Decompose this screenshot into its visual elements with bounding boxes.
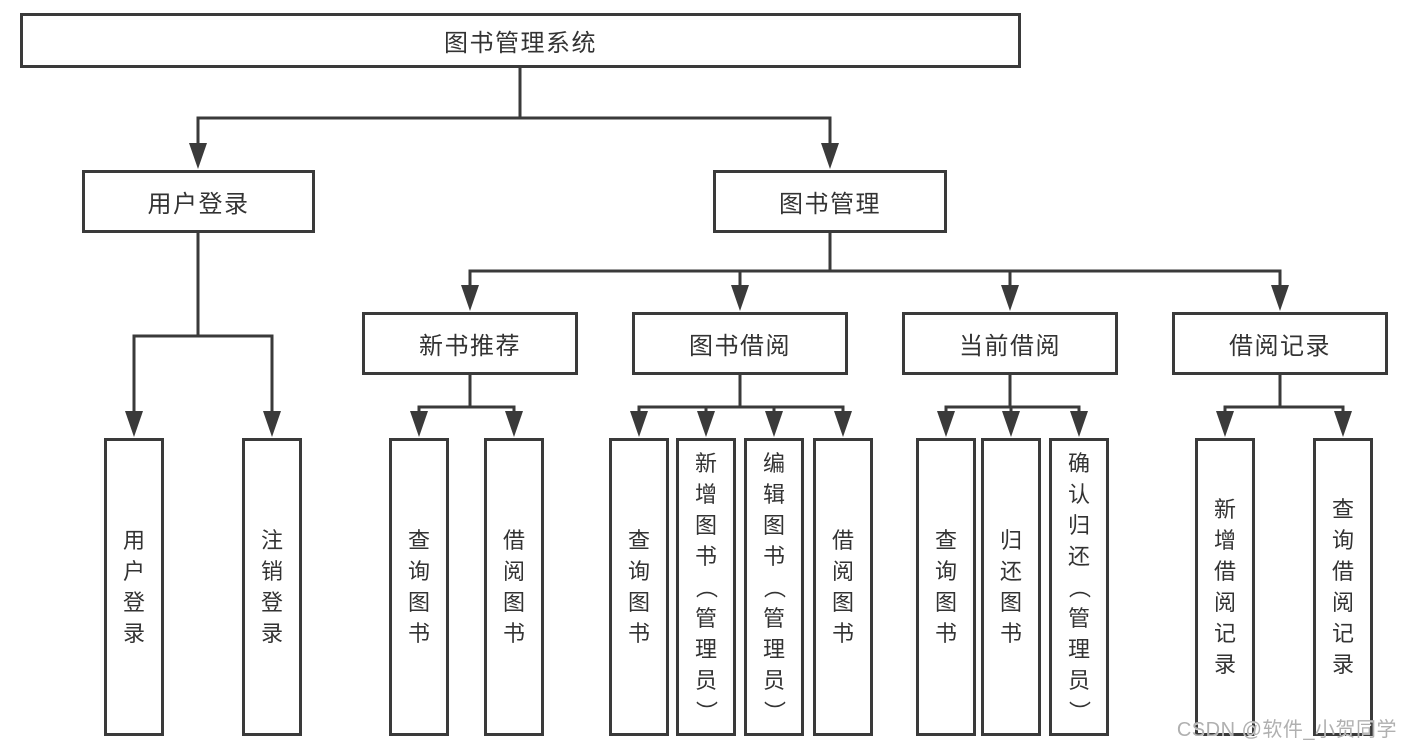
watermark: CSDN @软件_小贺同学 (1176, 719, 1397, 741)
leaf-query-books-recommend: 查询图书 (389, 438, 449, 736)
leaf-label-char: 录 (122, 621, 145, 646)
leaf-label-char: 登 (260, 590, 283, 615)
leaf-label-char: （ (761, 575, 787, 598)
leaf-label-char: 员 (1067, 667, 1090, 693)
leaf-borrow-books-recommend: 借阅图书 (484, 438, 544, 736)
leaf-label-char: 归 (1067, 512, 1090, 538)
leaf-label-char: 询 (934, 559, 957, 584)
leaf-label-char: 图 (627, 590, 650, 615)
node-library-management-system: 图书管理系统 (20, 13, 1021, 68)
leaf-label-char: ） (761, 699, 787, 722)
node-user-login: 用户登录 (82, 170, 315, 233)
leaf-label-char: 图 (407, 590, 430, 615)
leaf-label-char: （ (1066, 575, 1092, 598)
leaf-label-char: 借 (831, 528, 854, 553)
leaf-label-char: 阅 (502, 559, 525, 584)
leaf-label-char: 新 (694, 450, 717, 476)
leaf-label-char: 理 (1067, 636, 1090, 662)
leaf-label-char: 借 (1213, 559, 1236, 584)
leaf-label-char: 管 (762, 605, 785, 631)
leaf-label-char: 销 (260, 559, 283, 584)
leaf-return-book: 归还图书 (981, 438, 1041, 736)
leaf-label-char: 查 (1331, 497, 1354, 522)
leaf-label-char: 查 (934, 528, 957, 553)
leaf-label-char: 员 (694, 667, 717, 693)
leaf-label-char: 还 (1067, 543, 1090, 569)
leaf-edit-book-admin: 编辑图书 （ 管理员 ） (744, 438, 804, 736)
leaf-label-char: 图 (831, 590, 854, 615)
node-book-borrowing: 图书借阅 (632, 312, 848, 375)
leaf-label-char: 录 (1213, 652, 1236, 677)
leaf-label-char: 借 (1331, 559, 1354, 584)
arrowheads (125, 143, 1352, 437)
leaf-label-char: 理 (762, 636, 785, 662)
leaf-borrow-books-borrowing: 借阅图书 (813, 438, 873, 736)
leaf-label-char: 图 (502, 590, 525, 615)
leaf-label-char: 书 (831, 621, 854, 646)
leaf-logout: 注销登录 (242, 438, 302, 736)
leaf-label-char: 记 (1213, 621, 1236, 646)
leaf-label-char: 书 (502, 621, 525, 646)
leaf-label-char: 询 (407, 559, 430, 584)
leaf-label-char: 确 (1067, 450, 1090, 476)
leaf-label-char: （ (693, 575, 719, 598)
leaf-label-char: ） (1066, 699, 1092, 722)
leaf-query-books-current: 查询图书 (916, 438, 976, 736)
leaf-confirm-return-admin: 确认归还 （ 管理员 ） (1049, 438, 1109, 736)
leaf-label-char: 归 (999, 528, 1022, 553)
leaf-label-char: 员 (762, 667, 785, 693)
node-book-management: 图书管理 (713, 170, 947, 233)
leaf-label-char: 新 (1213, 497, 1236, 522)
leaf-label-char: 书 (627, 621, 650, 646)
leaf-label-char: 辑 (762, 481, 785, 507)
node-new-book-recommendation: 新书推荐 (362, 312, 578, 375)
leaf-label-char: ） (693, 699, 719, 722)
leaf-label-char: 认 (1067, 481, 1090, 507)
leaf-label-char: 书 (999, 621, 1022, 646)
leaf-label-char: 增 (694, 481, 717, 507)
leaf-label-char: 询 (1331, 528, 1354, 553)
leaf-label-char: 图 (999, 590, 1022, 615)
leaf-user-login: 用户登录 (104, 438, 164, 736)
leaf-add-borrow-record: 新增借阅记录 (1195, 438, 1255, 736)
node-borrowing-records: 借阅记录 (1172, 312, 1388, 375)
leaf-label-char: 管 (694, 605, 717, 631)
leaf-label-char: 阅 (1331, 590, 1354, 615)
leaf-label-char: 图 (694, 512, 717, 538)
leaf-label-char: 书 (407, 621, 430, 646)
leaf-label-char: 询 (627, 559, 650, 584)
leaf-label-char: 用 (122, 528, 145, 553)
leaf-query-books-borrowing: 查询图书 (609, 438, 669, 736)
leaf-label-char: 管 (1067, 605, 1090, 631)
leaf-label-char: 注 (260, 528, 283, 553)
leaf-label-char: 录 (260, 621, 283, 646)
leaf-label-char: 图 (934, 590, 957, 615)
leaf-label-char: 增 (1213, 528, 1236, 553)
leaf-label-char: 还 (999, 559, 1022, 584)
leaf-label-char: 借 (502, 528, 525, 553)
leaf-label-char: 图 (762, 512, 785, 538)
leaf-label-char: 记 (1331, 621, 1354, 646)
leaf-label-char: 录 (1331, 652, 1354, 677)
leaf-query-borrow-record: 查询借阅记录 (1313, 438, 1373, 736)
node-current-borrowing: 当前借阅 (902, 312, 1118, 375)
leaf-label-char: 书 (694, 543, 717, 569)
leaf-add-book-admin: 新增图书 （ 管理员 ） (676, 438, 736, 736)
leaf-label-char: 编 (762, 450, 785, 476)
leaf-label-char: 阅 (831, 559, 854, 584)
leaf-label-char: 书 (762, 543, 785, 569)
leaf-label-char: 书 (934, 621, 957, 646)
leaf-label-char: 阅 (1213, 590, 1236, 615)
leaf-label-char: 查 (407, 528, 430, 553)
leaf-label-char: 理 (694, 636, 717, 662)
leaf-label-char: 户 (122, 559, 145, 584)
leaf-label-char: 查 (627, 528, 650, 553)
leaf-label-char: 登 (122, 590, 145, 615)
